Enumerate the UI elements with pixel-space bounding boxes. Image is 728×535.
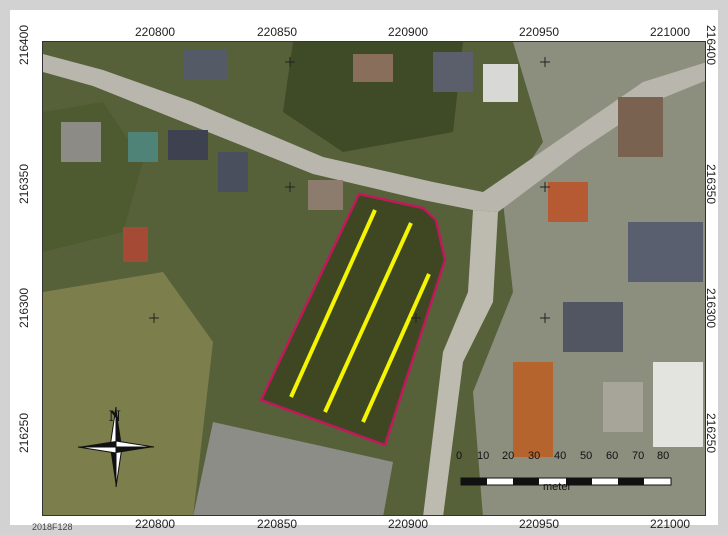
house-roof	[123, 227, 148, 262]
map-panel: 220800 220850 220900 220950 221000 22080…	[10, 10, 719, 532]
y-coord-right-1: 216400	[704, 24, 719, 66]
study-area-outline	[259, 192, 447, 447]
building-roof	[628, 222, 703, 282]
building-roof	[653, 362, 703, 447]
y-coord-left-3: 216300	[17, 287, 32, 329]
x-coord-top-5: 221000	[650, 25, 691, 39]
house-roof	[168, 130, 208, 160]
y-coord-right-4: 216250	[704, 412, 719, 454]
scale-tick-80: 80	[657, 450, 670, 462]
x-coord-bottom-5: 221000	[650, 517, 691, 531]
trench-line-3	[361, 273, 431, 423]
x-coord-top-1: 220800	[135, 25, 176, 39]
y-coord-right-2: 216350	[704, 163, 719, 205]
aerial-map-svg: N	[43, 42, 705, 515]
house-roof	[433, 52, 473, 92]
grid-crosses	[149, 57, 550, 323]
scale-bar	[460, 477, 672, 486]
building-roof	[603, 382, 643, 432]
house-roof	[353, 54, 393, 82]
map-id-label: 2018F128	[32, 522, 73, 532]
main-road	[43, 54, 705, 212]
north-arrow-icon	[77, 406, 155, 488]
y-coord-right-3: 216300	[704, 287, 719, 329]
trees-north	[283, 42, 463, 152]
x-coord-bottom-4: 220950	[519, 517, 560, 531]
scale-tick-70: 70	[632, 450, 645, 462]
house-roof	[308, 180, 343, 210]
study-area-fill	[261, 194, 445, 445]
x-coord-bottom-1: 220800	[135, 517, 176, 531]
x-coord-top-2: 220850	[257, 25, 298, 39]
house-roof	[218, 152, 248, 192]
scale-tick-40: 40	[554, 450, 567, 462]
scale-tick-60: 60	[606, 450, 619, 462]
x-coord-bottom-2: 220850	[257, 517, 298, 531]
aerial-map-image: N	[42, 41, 706, 516]
trench-line-2	[323, 222, 413, 413]
cemetery-south	[193, 422, 393, 515]
house-roof	[128, 132, 158, 162]
scale-tick-10: 10	[477, 450, 490, 462]
building-roof	[513, 362, 553, 457]
scale-tick-20: 20	[502, 450, 515, 462]
building-roof	[548, 182, 588, 222]
trench-line-1	[289, 209, 377, 398]
x-coord-top-4: 220950	[519, 25, 560, 39]
house-roof	[483, 64, 518, 102]
north-label: N	[109, 408, 121, 425]
y-coord-left-4: 216250	[17, 412, 32, 454]
scale-tick-30: 30	[528, 450, 541, 462]
side-road	[423, 210, 498, 515]
scale-tick-50: 50	[580, 450, 593, 462]
x-coord-bottom-3: 220900	[388, 517, 429, 531]
y-coord-left-1: 216400	[17, 24, 32, 66]
grass-field-west	[43, 272, 213, 515]
house-roof	[61, 122, 101, 162]
building-roof	[563, 302, 623, 352]
scale-unit-label: meter	[543, 481, 572, 493]
house-roof	[183, 50, 228, 80]
y-coord-left-2: 216350	[17, 163, 32, 205]
building-roof	[618, 97, 663, 157]
scale-tick-0: 0	[456, 450, 463, 462]
x-coord-top-3: 220900	[388, 25, 429, 39]
